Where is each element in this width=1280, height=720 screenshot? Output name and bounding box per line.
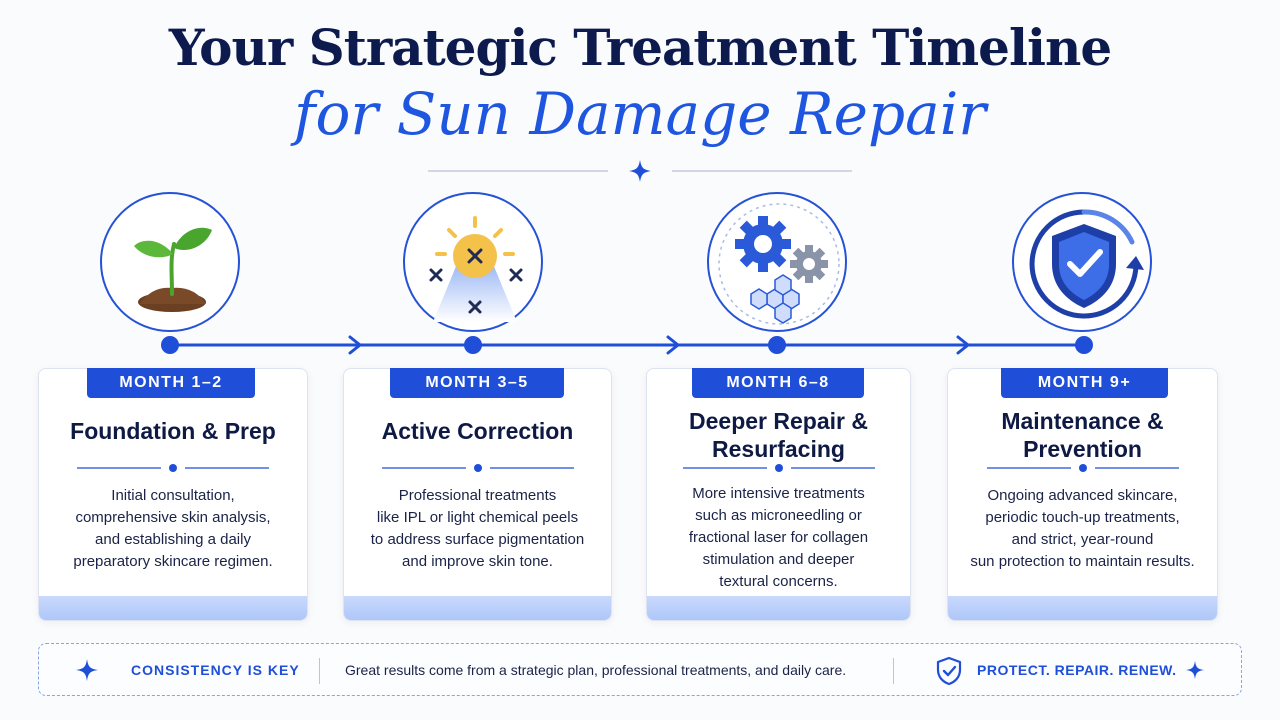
stage-1-title: Foundation & Prep <box>70 418 276 444</box>
footer-banner: CONSISTENCY IS KEY Great results come fr… <box>38 643 1242 696</box>
page-title: Your Strategic Treatment Timeline <box>168 18 1112 77</box>
stage-1-icon-circle <box>100 192 240 332</box>
stage-3-badge: MONTH 6–8 <box>692 368 864 398</box>
shield-check-icon <box>1029 209 1144 319</box>
stage-2-badge: MONTH 3–5 <box>390 368 564 398</box>
timeline-node <box>161 336 179 354</box>
sparkle-icon <box>76 659 98 681</box>
shield-check-icon <box>936 656 962 686</box>
sun-correction-icon <box>429 216 523 322</box>
stage-4-icon-circle <box>1012 192 1152 332</box>
card-divider <box>77 464 269 472</box>
sprout-icon <box>134 227 212 312</box>
consistency-label: CONSISTENCY IS KEY <box>131 662 300 678</box>
footer-message: Great results come from a strategic plan… <box>345 662 847 678</box>
timeline-arrow <box>348 335 362 355</box>
stage-2-card: Active Correction Professional treatment… <box>343 368 612 621</box>
footer-separator <box>893 658 894 684</box>
stage-4-badge: MONTH 9+ <box>1001 368 1168 398</box>
stage-3-card: Deeper Repair & Resurfacing More intensi… <box>646 368 911 621</box>
page-subtitle: for Sun Damage Repair <box>294 80 986 148</box>
stage-3-title: Deeper Repair & Resurfacing <box>689 408 868 462</box>
stage-3-description: More intensive treatments such as micron… <box>688 485 869 590</box>
timeline-arrow <box>666 335 680 355</box>
timeline-arrow <box>956 335 970 355</box>
timeline-node <box>768 336 786 354</box>
stage-2-description: Professional treatments like IPL or ligh… <box>370 487 585 570</box>
sparkle-icon <box>629 160 651 182</box>
sparkle-icon <box>1185 660 1205 680</box>
stage-1-description: Initial consultation, comprehensive skin… <box>73 487 273 570</box>
footer-separator <box>319 658 320 684</box>
stage-1-badge: MONTH 1–2 <box>87 368 255 398</box>
stage-4-title: Maintenance & Prevention <box>1001 408 1164 462</box>
card-footer-band <box>39 596 307 620</box>
card-divider <box>682 464 875 472</box>
stage-4-card: Maintenance & Prevention Ongoing advance… <box>947 368 1218 621</box>
footer-tagline: PROTECT. REPAIR. RENEW. <box>977 662 1177 678</box>
timeline-node <box>464 336 482 354</box>
stage-1-card: Foundation & Prep Initial consultation, … <box>38 368 308 621</box>
gears-cells-icon <box>718 203 840 325</box>
stage-3-icon-circle <box>707 192 847 332</box>
card-divider <box>986 464 1179 472</box>
card-footer-band <box>948 596 1217 620</box>
card-footer-band <box>344 596 611 620</box>
stage-4-description: Ongoing advanced skincare, periodic touc… <box>970 487 1195 570</box>
timeline-node <box>1075 336 1093 354</box>
card-divider <box>381 464 574 472</box>
stage-2-icon-circle <box>403 192 543 332</box>
title-divider <box>428 160 852 182</box>
card-footer-band <box>647 596 910 620</box>
stage-2-title: Active Correction <box>381 418 574 444</box>
